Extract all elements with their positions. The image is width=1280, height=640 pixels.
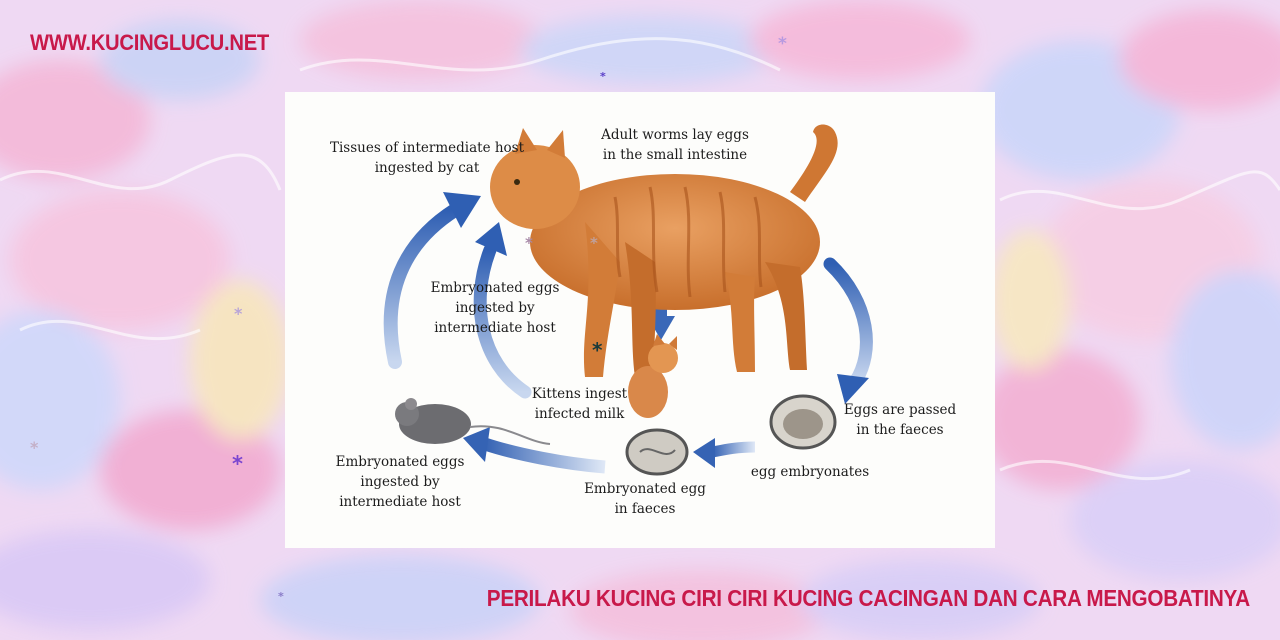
label-eggs-passed: Eggs are passed in the faeces [843,402,957,438]
kitten [628,334,678,418]
label-egg-embryonates: egg embryonates [750,464,870,480]
arrow-egg-to-mouse [463,427,606,474]
arrow-tissues-to-cat [383,192,481,369]
sparkle-icon: * [600,70,606,83]
page-title: PERILAKU KUCING CIRI CIRI KUCING CACINGA… [486,585,1250,611]
label-kittens-ingest: Kittens ingest infected milk [531,386,628,422]
life-cycle-illustration [383,124,873,476]
label-adult-worms: Adult worms lay eggs in the small intest… [601,127,749,163]
life-cycle-diagram: Tissues of intermediate host ingested by… [285,92,995,548]
embryonated-egg [625,428,689,476]
arrow-cat-to-faeces [823,257,873,404]
adult-cat [490,124,838,377]
sparkle-icon: * [592,338,603,362]
egg-passed [769,394,837,450]
sparkle-icon: * [234,304,243,323]
label-embryonated-eggs-bottom: Embryonated eggs ingested by intermediat… [335,454,465,510]
sparkle-icon: * [232,452,243,476]
sparkle-icon: * [278,590,284,603]
label-embryonated-eggs-mid: Embryonated eggs ingested by intermediat… [430,280,560,336]
arrow-egg-embryonates [693,438,756,468]
arrow-embryonated-to-cat [473,222,532,399]
sparkle-icon: * [590,234,598,252]
label-embryonated-egg-faeces: Embryonated egg in faeces [584,481,706,517]
label-tissues-ingested: Tissues of intermediate host ingested by… [329,140,525,176]
mouse [395,398,551,445]
sparkle-icon: * [778,34,787,54]
sparkle-icon: * [30,438,39,457]
site-url[interactable]: WWW.KUCINGLUCU.NET [30,30,270,55]
sparkle-icon: * [525,234,533,252]
